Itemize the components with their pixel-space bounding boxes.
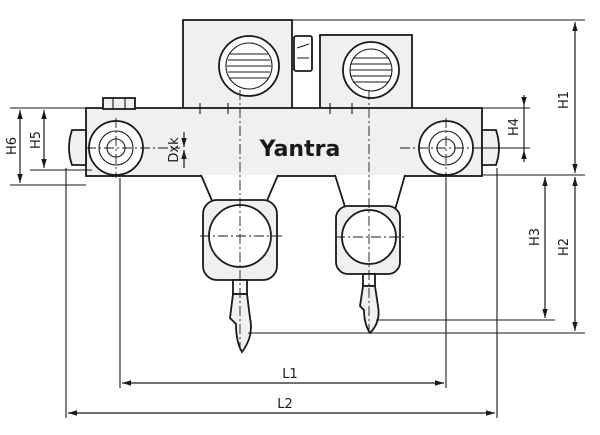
dim-label-l2: L2: [277, 397, 293, 412]
dim-label-h6: H6: [5, 137, 20, 155]
dim-label-h2: H2: [557, 238, 572, 256]
dim-label-h1: H1: [557, 91, 572, 109]
dim-label-l1: L1: [282, 367, 298, 382]
dim-label-h4: H4: [507, 118, 522, 136]
extension-lines: [10, 19, 585, 418]
dim-label-h5: H5: [29, 131, 44, 149]
left-motor: [182, 19, 313, 110]
dimension-lines: [17, 22, 578, 416]
center-lines: [86, 90, 485, 350]
dim-label-dxk: Dxk: [167, 137, 182, 163]
dim-label-h3: H3: [528, 228, 543, 246]
brand-label: Yantra: [259, 137, 341, 162]
left-wheel: [88, 120, 144, 176]
main-body: [68, 97, 500, 177]
right-motor: [319, 34, 413, 110]
left-hook-assembly: [200, 174, 279, 354]
right-hook-assembly: [334, 174, 406, 335]
